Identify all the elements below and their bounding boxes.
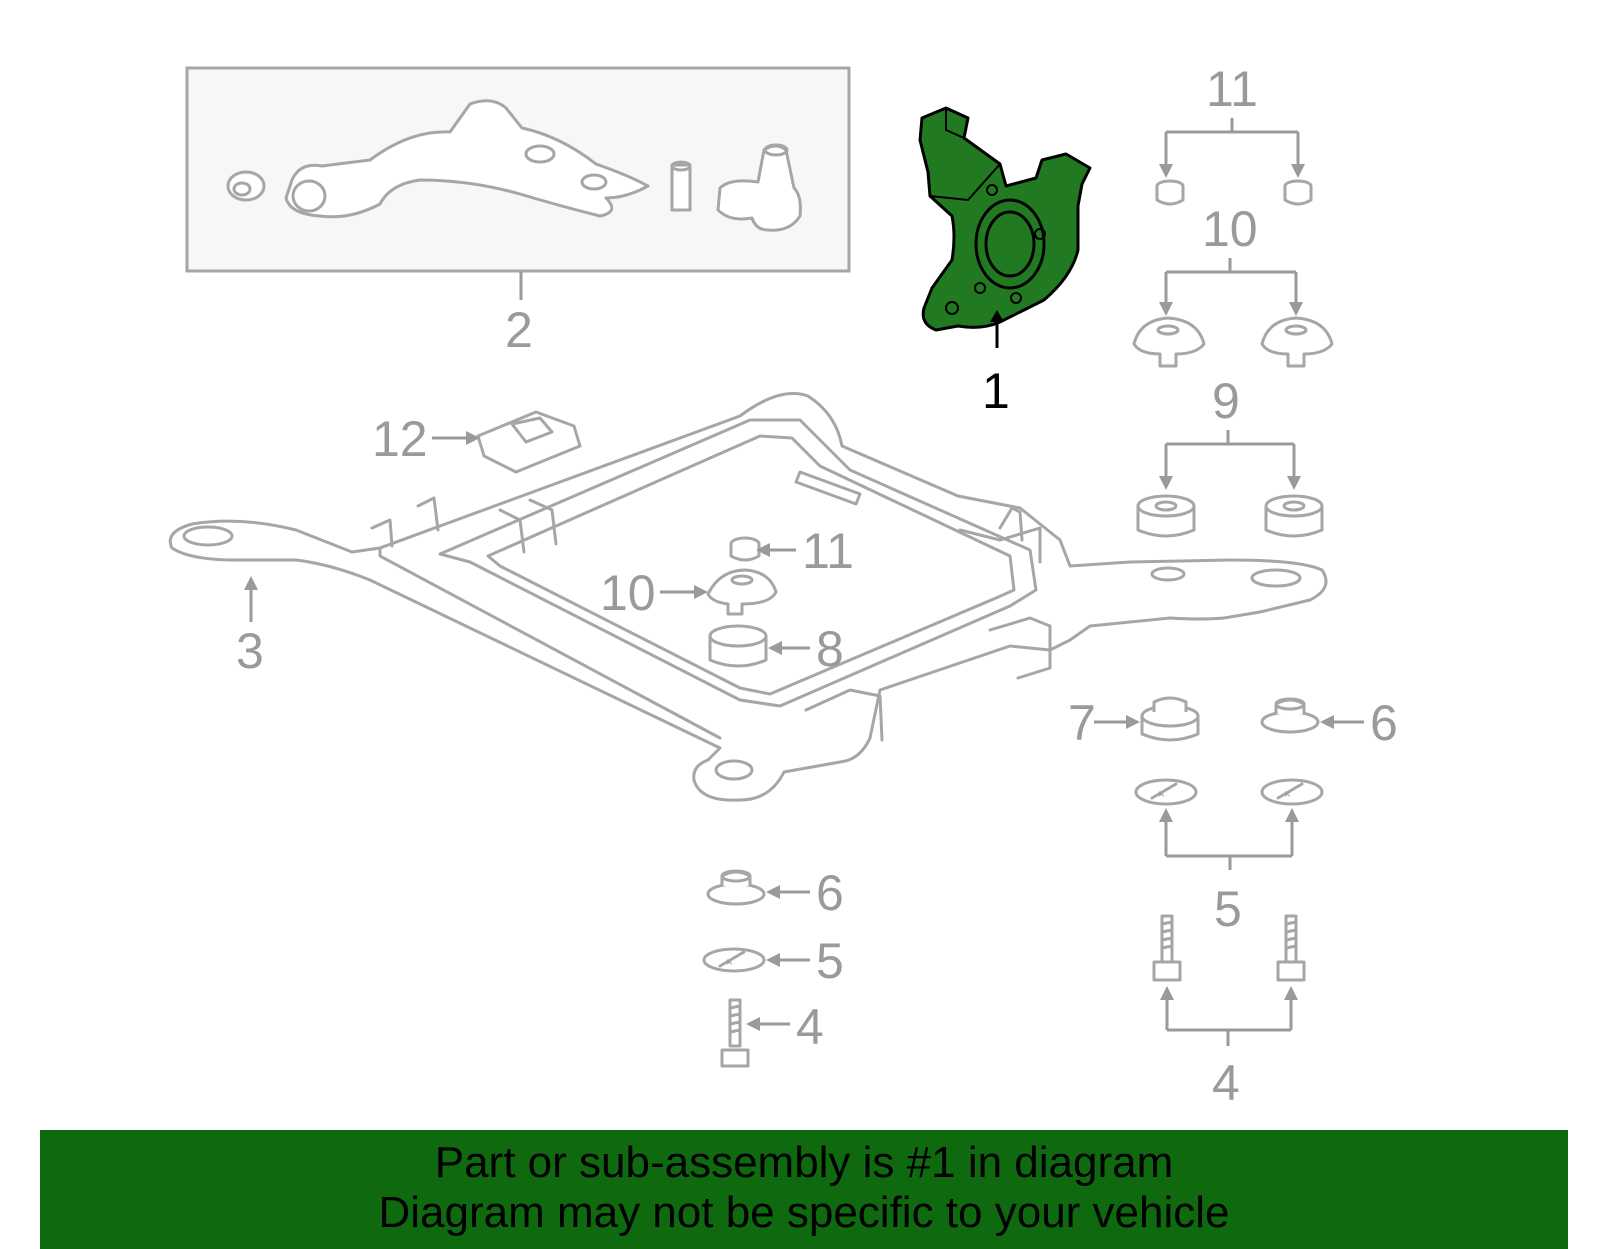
callout-12: 12	[372, 411, 428, 467]
part-10-right-insulators[interactable]	[1132, 258, 1334, 368]
callout-6-right: 6	[1370, 695, 1398, 751]
svg-text:×: ×	[726, 955, 733, 969]
callout-9: 9	[1212, 373, 1240, 429]
part-5-right-washers[interactable]: × ×	[1134, 778, 1324, 870]
part-4-left-bolt[interactable]	[720, 998, 790, 1068]
part-6-left-insulator[interactable]	[706, 869, 810, 906]
part-9-bushings[interactable]	[1136, 430, 1324, 538]
part-10-center-insulator[interactable]	[660, 568, 778, 616]
part-7-insulator[interactable]	[1094, 696, 1200, 742]
part-8-bushing[interactable]	[708, 624, 810, 668]
callout-10-top: 10	[1202, 201, 1258, 257]
callout-4-left: 4	[796, 999, 824, 1055]
part-1-steering-knuckle[interactable]	[918, 106, 1092, 348]
callout-5-left: 5	[816, 933, 844, 989]
svg-text:×: ×	[1284, 787, 1291, 801]
footer-line-1: Part or sub-assembly is #1 in diagram	[434, 1138, 1174, 1187]
callout-6-left: 6	[816, 865, 844, 921]
callout-2: 2	[505, 302, 533, 358]
part-11-center-cap[interactable]	[729, 536, 796, 562]
callout-3: 3	[236, 623, 264, 679]
callout-11-center: 11	[802, 523, 854, 579]
callout-11-top: 11	[1206, 61, 1258, 117]
part-11-right-caps[interactable]	[1155, 118, 1313, 206]
part-2-control-arm-kit[interactable]	[185, 66, 851, 300]
footer-banner: Part or sub-assembly is #1 in diagram Di…	[40, 1130, 1568, 1249]
callout-4-bottom: 4	[1212, 1055, 1240, 1111]
svg-text:×: ×	[1158, 787, 1165, 801]
part-12-clip-nut[interactable]	[432, 410, 582, 474]
callout-5-right: 5	[1214, 881, 1242, 937]
callout-8: 8	[816, 621, 844, 677]
callout-10-center: 10	[600, 565, 656, 621]
part-5-left-washer[interactable]: ×	[702, 947, 810, 973]
part-6-right-insulator[interactable]	[1260, 697, 1364, 734]
part-4-right-bolts[interactable]	[1152, 914, 1306, 1046]
footer-line-2: Diagram may not be specific to your vehi…	[378, 1188, 1230, 1237]
callout-1: 1	[982, 363, 1010, 419]
callout-7: 7	[1068, 695, 1096, 751]
